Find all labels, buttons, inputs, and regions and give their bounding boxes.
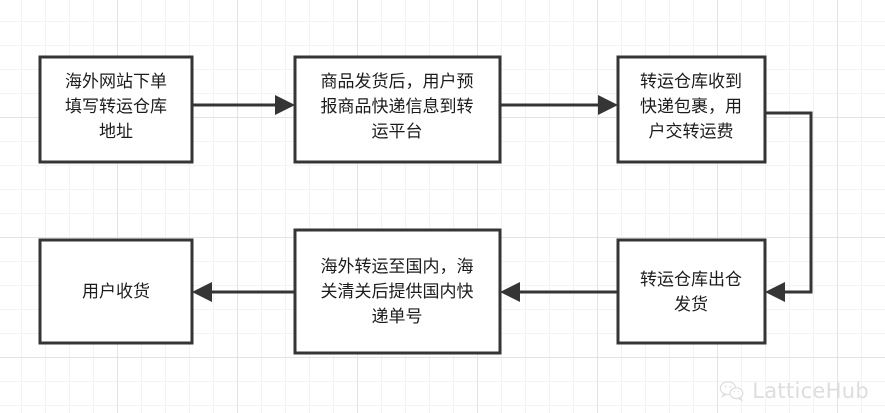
node-label-n5-line3: 递单号 [372, 307, 423, 327]
node-shape-n5[interactable] [293, 228, 502, 355]
arrowhead-n5-n6 [192, 282, 212, 302]
watermark: LatticeHub [719, 379, 869, 403]
node-label-n1-line3: 地址 [99, 122, 133, 142]
node-shape-n2[interactable] [293, 55, 502, 164]
node-n1[interactable]: 海外网站下单 填写转运仓库 地址 [38, 55, 194, 164]
arrowhead-n2-n3 [598, 95, 618, 115]
node-label-n1-line1: 海外网站下单 [65, 72, 167, 92]
node-shape-n6[interactable] [38, 238, 194, 345]
node-n6[interactable]: 用户收货 [38, 238, 194, 345]
node-shape-n4[interactable] [616, 238, 767, 345]
node-shape-n1[interactable] [38, 55, 194, 164]
node-n2[interactable]: 商品发货后，用户预 报商品快递信息到转 运平台 [293, 55, 502, 164]
node-shape-n3[interactable] [616, 55, 767, 164]
node-n5[interactable]: 海外转运至国内，海 关清关后提供国内快 递单号 [293, 228, 502, 355]
arrowhead-n4-n5 [500, 282, 520, 302]
edge-n2-n3 [500, 95, 618, 115]
arrowhead-n3-n4 [765, 282, 785, 302]
edge-n4-n5 [500, 282, 618, 302]
node-label-n2-line3: 运平台 [372, 122, 423, 142]
node-label-n5-line1: 海外转运至国内，海 [321, 257, 474, 277]
node-label-n4-line1: 转运仓库出仓 [640, 270, 742, 290]
watermark-text: LatticeHub [752, 379, 869, 403]
node-label-n1-line2: 填写转运仓库 [65, 97, 167, 117]
node-label-n3-line3: 户交转运费 [649, 122, 734, 142]
node-label-n2-line2: 报商品快递信息到转 [321, 97, 474, 117]
edge-n5-n6 [192, 282, 295, 302]
node-label-n5-line2: 关清关后提供国内快 [321, 282, 474, 302]
node-n4[interactable]: 转运仓库出仓 发货 [616, 238, 767, 345]
arrowhead-n1-n2 [275, 95, 295, 115]
node-label-n4-line2: 发货 [674, 295, 708, 315]
node-label-n3-line2: 快递包裹，用 [640, 97, 742, 117]
wechat-icon [719, 380, 745, 402]
node-n3[interactable]: 转运仓库收到 快递包裹，用 户交转运费 [616, 55, 767, 164]
node-label-n2-line1: 商品发货后，用户预 [321, 72, 474, 92]
edge-n1-n2 [192, 95, 295, 115]
edge-n3-n4 [765, 111, 813, 302]
node-label-n6-line1: 用户收货 [82, 282, 150, 302]
edge-line-n3-n4 [765, 111, 813, 294]
node-label-n3-line1: 转运仓库收到 [640, 72, 742, 92]
